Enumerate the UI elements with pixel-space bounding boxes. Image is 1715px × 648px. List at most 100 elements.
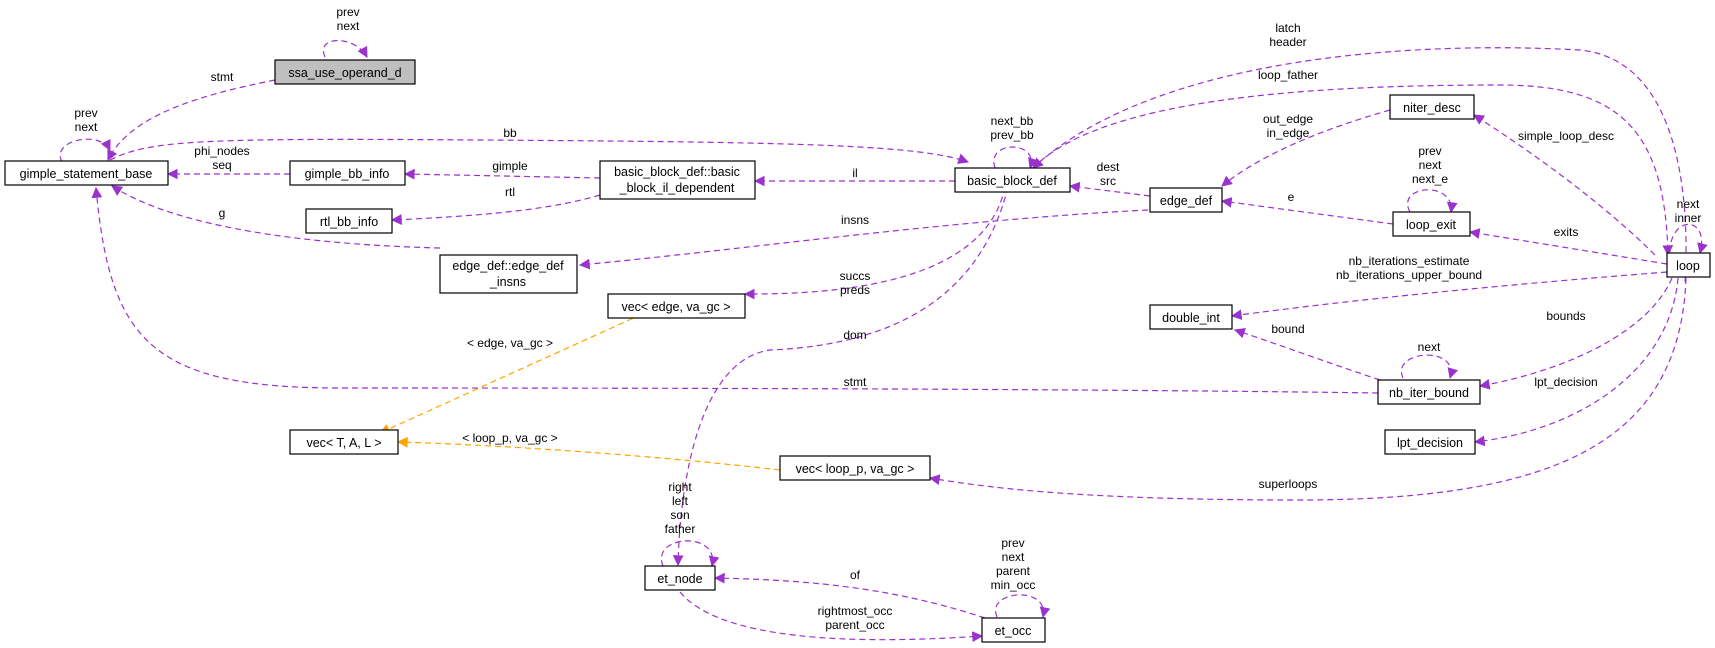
label-phi-nodes: phi_nodes — [194, 144, 249, 158]
label-nb-iterations-upper-bound: nb_iterations_upper_bound — [1336, 268, 1482, 282]
edge-dest-src — [1068, 181, 1151, 197]
label-bb: bb — [503, 126, 517, 140]
svg-text:edge_def::edge_def: edge_def::edge_def — [452, 259, 564, 273]
edge-bounds — [1478, 277, 1673, 390]
label-et-left: left — [672, 494, 689, 508]
label-src: src — [1100, 174, 1116, 188]
label-insns: insns — [841, 213, 869, 227]
label-e: e — [1288, 190, 1295, 204]
label-loop-father: loop_father — [1258, 68, 1318, 82]
label-gimple: gimple — [492, 159, 528, 173]
svg-text:_block_il_dependent: _block_il_dependent — [619, 181, 735, 195]
svg-text:vec< T, A, L >: vec< T, A, L > — [306, 436, 381, 450]
label-tmpl-loop-p: < loop_p, va_gc > — [462, 431, 557, 445]
label-il: il — [852, 166, 857, 180]
edge-stmt-nib-to-gsb — [91, 186, 1379, 394]
edge-bb-gsb-to-bbd — [109, 138, 970, 164]
edge-e — [1220, 196, 1394, 225]
label-latch: latch — [1275, 21, 1300, 35]
edge-insns — [578, 209, 1149, 270]
node-gimple-statement-base[interactable]: gimple_statement_base — [4, 160, 169, 186]
label-bounds: bounds — [1546, 309, 1585, 323]
label-occ-next: next — [1002, 550, 1025, 564]
svg-text:et_occ: et_occ — [995, 624, 1032, 638]
node-gimple-bb-info[interactable]: gimple_bb_info — [289, 160, 406, 186]
label-parent-occ: parent_occ — [825, 618, 884, 632]
node-edge-def[interactable]: edge_def — [1149, 187, 1223, 213]
edge-bbd-self — [993, 146, 1039, 170]
node-double-int[interactable]: double_int — [1149, 304, 1233, 330]
label-ssa-next: next — [337, 19, 360, 33]
node-vec-loop-p-va-gc[interactable]: vec< loop_p, va_gc > — [779, 455, 931, 481]
edge-gimple — [403, 168, 601, 180]
edge-bound — [1233, 327, 1381, 381]
edge-g — [111, 185, 441, 249]
edge-tmpl-loop-p — [396, 436, 781, 471]
svg-text:loop: loop — [1676, 259, 1700, 273]
edge-loop-exit-self — [1407, 189, 1458, 214]
label-in-edge: in_edge — [1267, 126, 1310, 140]
label-g: g — [219, 206, 226, 220]
svg-text:gimple_bb_info: gimple_bb_info — [305, 167, 390, 181]
node-vec-t-a-l[interactable]: vec< T, A, L > — [289, 429, 399, 455]
edge-loop-self — [1669, 223, 1708, 255]
svg-text:basic_block_def::basic: basic_block_def::basic — [614, 165, 740, 179]
node-loop[interactable]: loop — [1666, 252, 1711, 278]
label-exits: exits — [1554, 225, 1579, 239]
edge-dom — [672, 186, 1009, 567]
label-loop-inner: inner — [1675, 211, 1702, 225]
node-edge-def-insns[interactable]: edge_def::edge_def _insns — [439, 254, 578, 294]
svg-text:vec< loop_p, va_gc >: vec< loop_p, va_gc > — [796, 462, 915, 476]
node-rtl-bb-info[interactable]: rtl_bb_info — [305, 208, 393, 234]
edge-latch-header — [1032, 47, 1687, 283]
label-dom: dom — [843, 328, 866, 342]
svg-text:basic_block_def: basic_block_def — [967, 174, 1057, 188]
svg-text:niter_desc: niter_desc — [1403, 101, 1461, 115]
node-basic-block-il-dependent[interactable]: basic_block_def::basic _block_il_depende… — [599, 160, 756, 200]
svg-text:gimple_statement_base: gimple_statement_base — [20, 167, 153, 181]
label-et-father: father — [665, 522, 696, 536]
edge-rightmost-parent-occ — [679, 591, 984, 643]
edge-nib-self — [1400, 354, 1458, 380]
label-loop-next: next — [1677, 197, 1700, 211]
svg-text:lpt_decision: lpt_decision — [1397, 436, 1463, 450]
node-vec-edge-va-gc[interactable]: vec< edge, va_gc > — [607, 293, 746, 319]
label-occ-parent: parent — [996, 564, 1031, 578]
label-preds: preds — [840, 283, 870, 297]
node-niter-desc[interactable]: niter_desc — [1389, 94, 1475, 120]
node-lpt-decision[interactable]: lpt_decision — [1384, 429, 1476, 455]
label-rightmost-occ: rightmost_occ — [818, 604, 893, 618]
label-prev-bb: prev_bb — [990, 128, 1034, 142]
label-lpt-decision: lpt_decision — [1534, 375, 1597, 389]
edge-succs-preds — [743, 186, 1006, 300]
node-et-occ[interactable]: et_occ — [981, 617, 1046, 643]
edge-simple-loop-desc — [1473, 114, 1656, 256]
node-nb-iter-bound[interactable]: nb_iter_bound — [1377, 379, 1481, 405]
svg-text:double_int: double_int — [1162, 311, 1220, 325]
label-dest: dest — [1097, 160, 1120, 174]
label-loop-exit-next: next — [1419, 158, 1442, 172]
edge-loop-father — [1032, 84, 1674, 257]
edge-exits — [1468, 228, 1668, 265]
label-simple-loop-desc: simple_loop_desc — [1518, 129, 1614, 143]
label-rtl: rtl — [505, 185, 515, 199]
svg-text:loop_exit: loop_exit — [1406, 218, 1457, 232]
edge-ssa-self — [322, 39, 368, 58]
svg-text:ssa_use_operand_d: ssa_use_operand_d — [288, 66, 401, 80]
node-basic-block-def[interactable]: basic_block_def — [954, 167, 1071, 193]
node-et-node[interactable]: et_node — [644, 565, 716, 591]
edge-rtl — [390, 194, 601, 225]
label-stmt-top: stmt — [211, 70, 234, 84]
edge-of — [713, 572, 986, 619]
label-seq: seq — [212, 158, 231, 172]
label-superloops: superloops — [1259, 477, 1318, 491]
label-next-bb: next_bb — [991, 114, 1034, 128]
label-gsb-next: next — [75, 120, 98, 134]
node-loop-exit[interactable]: loop_exit — [1392, 211, 1471, 237]
label-loop-exit-prev: prev — [1418, 144, 1441, 158]
node-ssa-use-operand-d[interactable]: ssa_use_operand_d — [274, 59, 416, 85]
label-gsb-prev: prev — [74, 106, 97, 120]
label-et-right: right — [668, 480, 692, 494]
label-tmpl-edge: < edge, va_gc > — [467, 336, 553, 350]
